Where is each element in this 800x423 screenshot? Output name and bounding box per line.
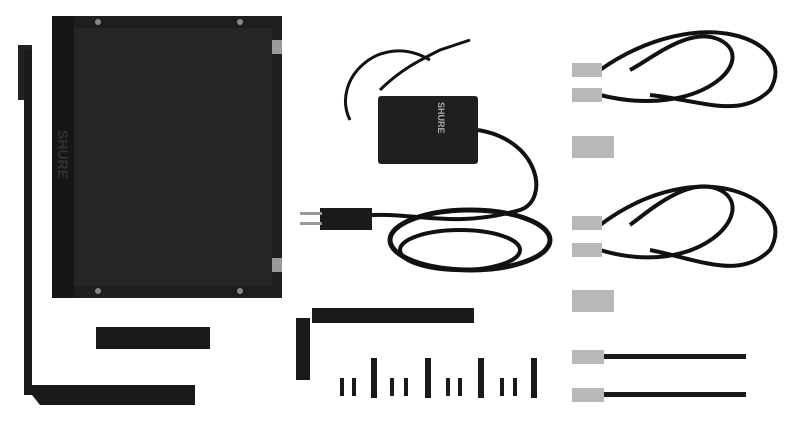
power-adapter: SHURE [300, 38, 553, 273]
long-rack-bracket [18, 45, 195, 405]
receiver-brand-label: SHURE [55, 130, 71, 179]
bnc-bulkhead-adapter [572, 290, 614, 312]
bnc-bulkhead-adapter [572, 136, 614, 158]
antennas [572, 350, 746, 402]
screws [340, 358, 537, 398]
bnc-connectors [572, 63, 614, 312]
adapter-brand-label: SHURE [436, 102, 446, 134]
bnc-cables [598, 30, 778, 268]
angle-bracket [296, 308, 474, 380]
short-bracket-plate [96, 327, 210, 349]
receiver-unit: SHURE [52, 16, 282, 298]
